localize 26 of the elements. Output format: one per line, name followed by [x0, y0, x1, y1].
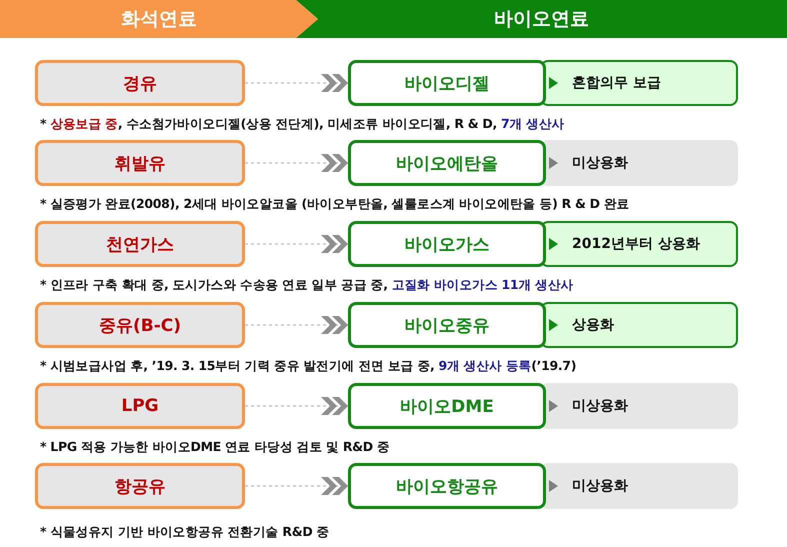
fossil-fuel-box: 경유	[35, 60, 245, 106]
fossil-fuel-box: 휘발유	[35, 140, 245, 186]
status-text: 혼합의무 보급	[572, 74, 661, 92]
biofuel-box: 바이오에탄올	[348, 140, 546, 186]
header-band: 바이오연료	[296, 0, 787, 38]
biofuel-box: 바이오가스	[348, 221, 546, 267]
fossil-fuel-box: 천연가스	[35, 221, 245, 267]
fossil-fuel-box: 항공유	[35, 463, 245, 509]
fossil-fuel-box: LPG	[35, 383, 245, 429]
status-text: 미상용화	[572, 154, 628, 172]
biofuel-box: 바이오DME	[348, 383, 546, 429]
status-text: 미상용화	[572, 477, 628, 495]
biofuel-box: 바이오디젤	[348, 60, 546, 106]
note-text: * LPG 적용 가능한 바이오DME 연료 타당성 검토 및 R&D 중	[40, 439, 390, 456]
note-text: * 시범보급사업 후, ’19. 3. 15부터 기력 중유 발전기에 전면 보급 중, 9개 생산사 등록(’19.7)	[40, 358, 576, 375]
header-band: 화석연료	[0, 0, 318, 38]
status-text: 2012년부터 상용화	[572, 235, 700, 253]
note-text: *상용보급 중, 수소첨가바이오디젤(상용 전단계), 미세조류 바이오디젤, R & D, 7개 생산사	[40, 116, 564, 133]
fossil-fuel-box: 중유(B-C)	[35, 302, 245, 348]
status-text: 미상용화	[572, 397, 628, 415]
note-text: * 식물성유지 기반 바이오항공유 전환기술 R&D 중	[40, 524, 330, 541]
note-text: * 인프라 구축 확대 중, 도시가스와 수송용 연료 일부 공급 중, 고질화 바이오가스 11개 생산사	[40, 277, 574, 294]
biofuel-box: 바이오중유	[348, 302, 546, 348]
biofuel-box: 바이오항공유	[348, 463, 546, 509]
status-text: 상용화	[572, 316, 614, 334]
note-text: * 실증평가 완료(2008), 2세대 바이오알코올 (바이오부탄올, 셀룰로스계 바이오에탄올 등) R & D 완료	[40, 196, 630, 213]
